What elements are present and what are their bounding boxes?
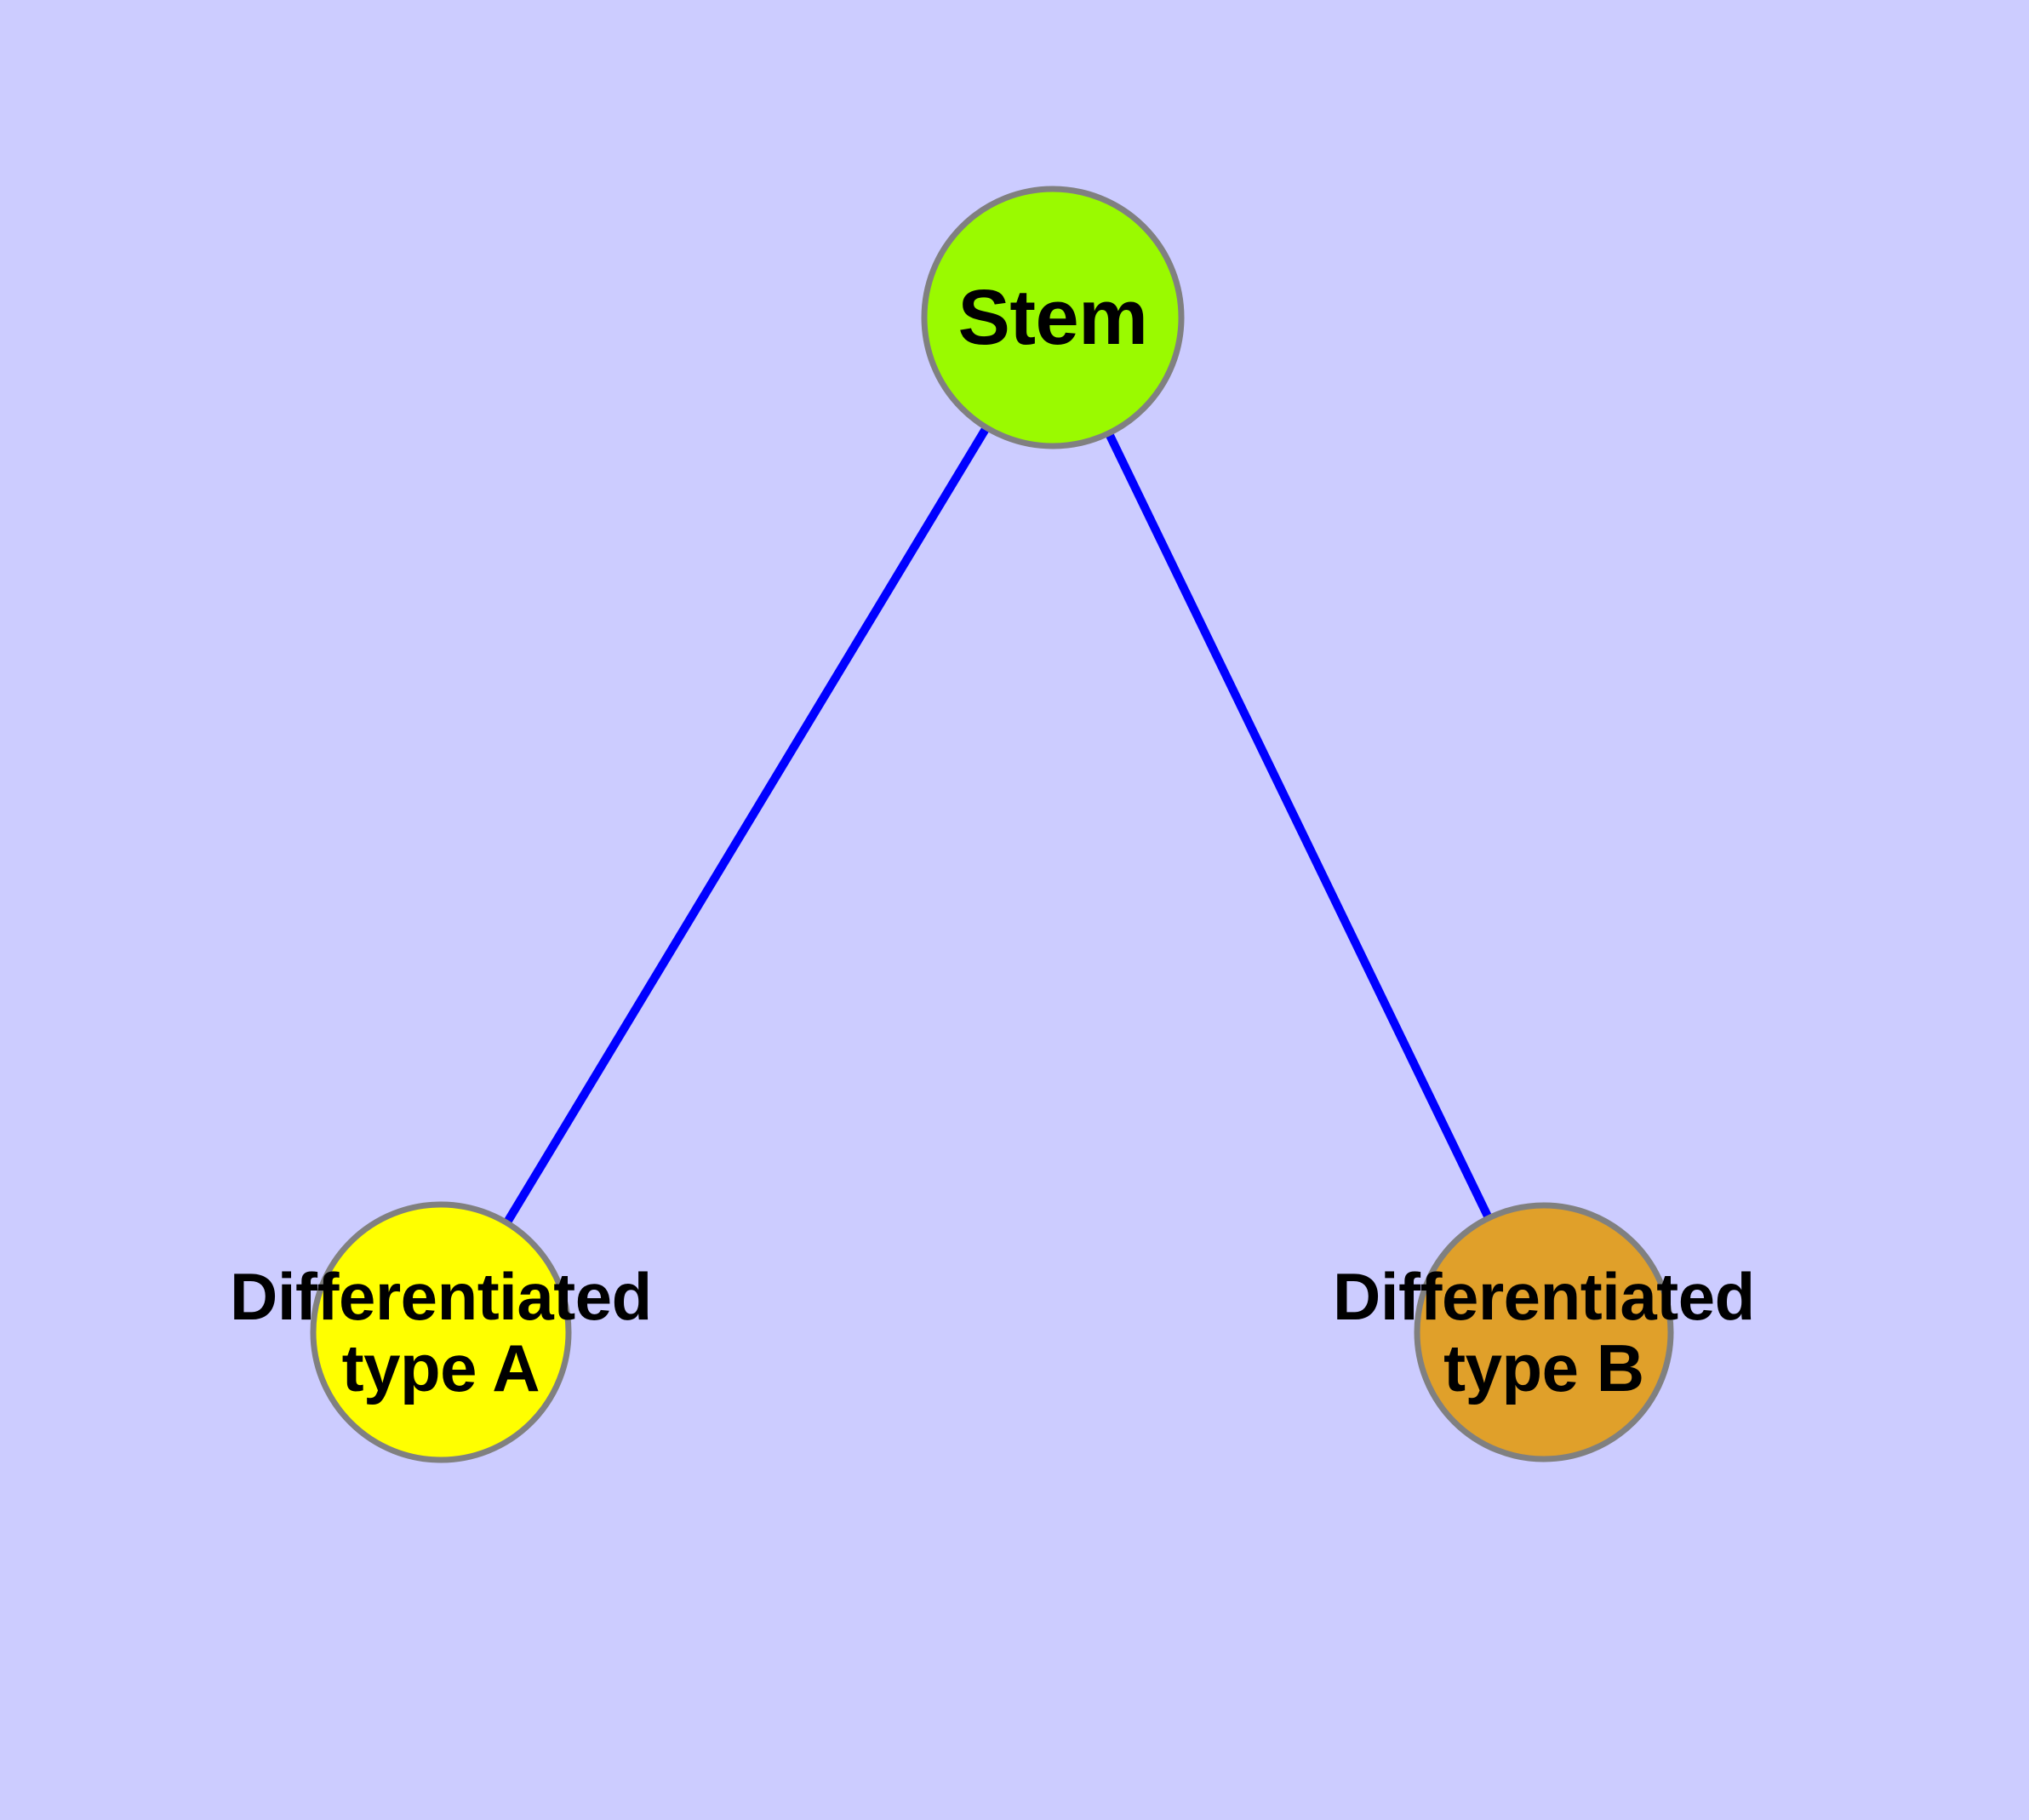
- graph-node-stem[interactable]: [921, 186, 1185, 449]
- graph-edge-stem-to-diff_a: [437, 315, 1057, 1335]
- graph-node-diff_b[interactable]: [1414, 1202, 1674, 1462]
- graph-edge-stem-to-diff_b: [1049, 315, 1548, 1335]
- node-layer: [310, 186, 1674, 1463]
- graph-node-diff_a[interactable]: [310, 1201, 572, 1463]
- edge-layer: [437, 315, 1548, 1335]
